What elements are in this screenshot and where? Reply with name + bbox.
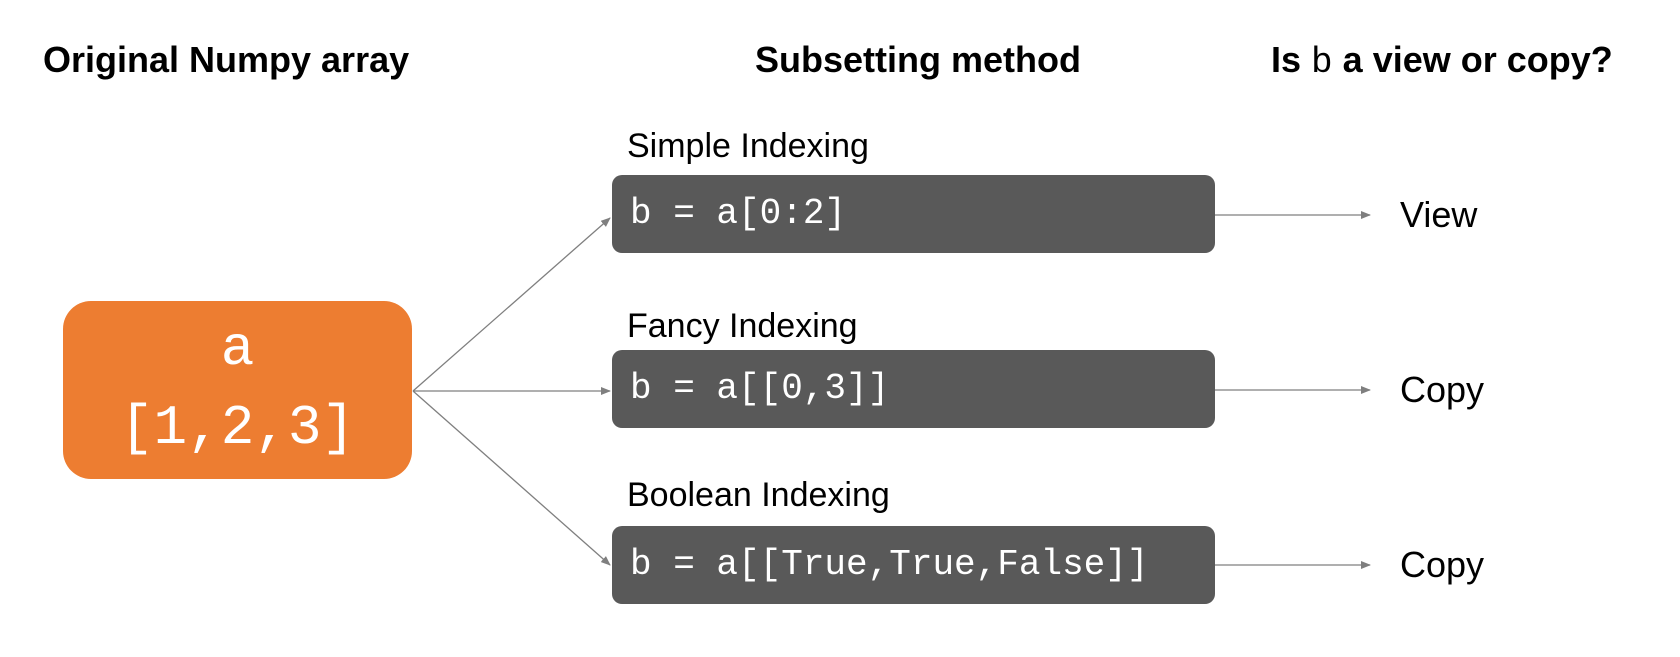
heading-subsetting-method: Subsetting method [755,39,1081,80]
result-fancy: Copy [1400,369,1485,410]
code-box-boolean: b = a[[True,True,False]] [612,526,1215,604]
code-box-fancy: b = a[[0,3]] [612,350,1215,428]
method-label-fancy: Fancy Indexing [627,307,858,345]
code-box-simple: b = a[0:2] [612,175,1215,253]
array-name: a [220,317,255,381]
arrow-to-boolean [412,390,611,566]
arrow-to-simple [412,217,611,392]
result-boolean: Copy [1400,544,1485,585]
heading-view-prefix: Is [1271,39,1302,80]
method-label-simple: Simple Indexing [627,127,869,165]
array-values: [1,2,3] [119,396,356,460]
heading-original-array: Original Numpy array [43,39,410,80]
heading-view-var: b [1311,42,1333,83]
heading-view-suffix: a view or copy? [1342,39,1613,80]
method-label-boolean: Boolean Indexing [627,476,890,514]
result-simple: View [1400,194,1478,235]
heading-view-or-copy: Is b a view or copy? [1271,42,1613,81]
original-array-box: a [1,2,3] [63,301,412,479]
